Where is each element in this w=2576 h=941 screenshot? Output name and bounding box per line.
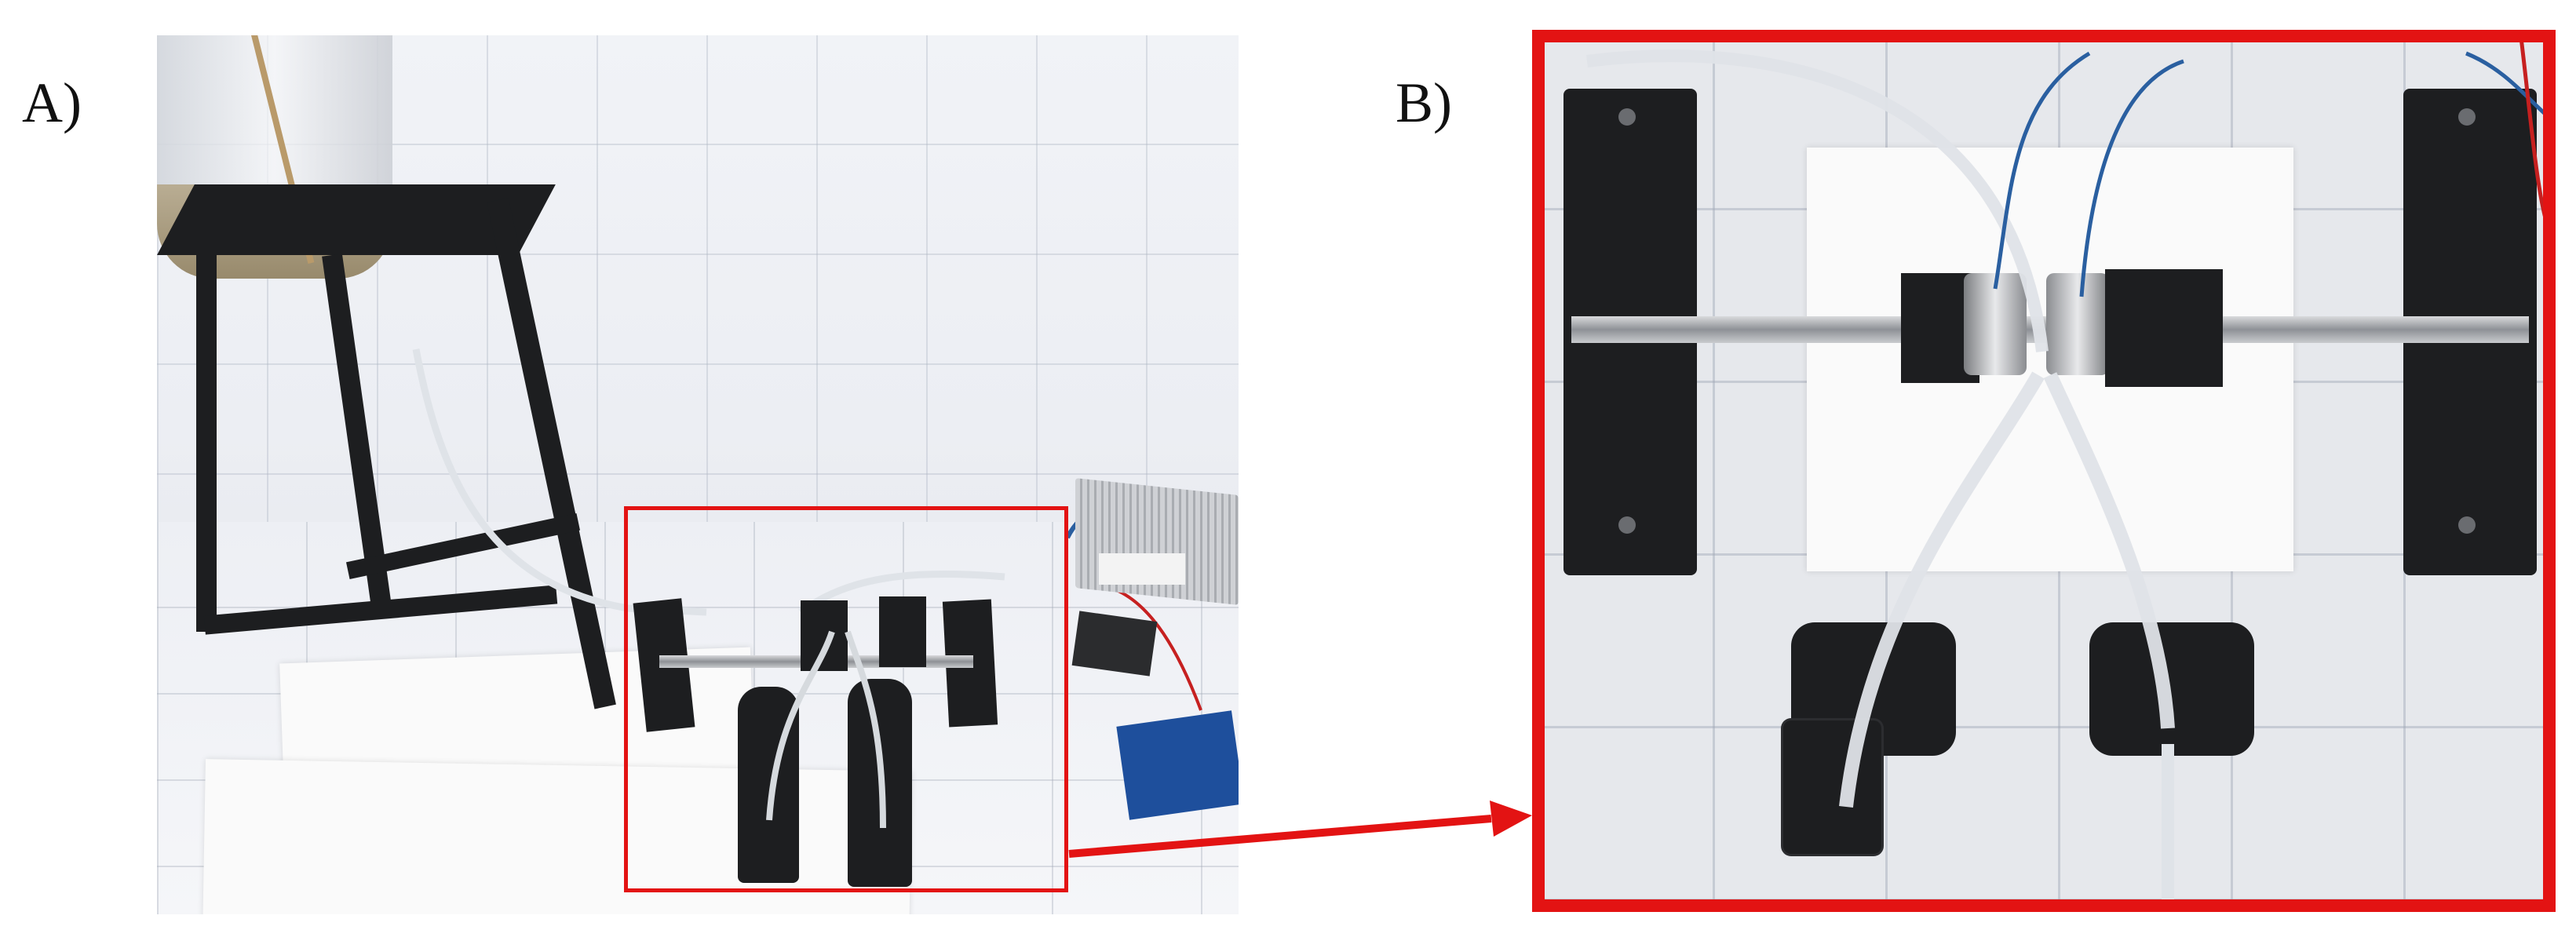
photo-b-device-closeup <box>1540 38 2548 904</box>
actuator-block-right <box>2105 269 2223 387</box>
power-supply-label <box>1099 553 1185 585</box>
highlight-frame-source <box>624 506 1068 892</box>
highlight-frame-target <box>1532 30 2556 912</box>
screw-hole <box>2458 516 2476 534</box>
photo-a-setup-overview <box>157 35 1239 914</box>
motor-left <box>1964 273 2027 375</box>
clamp-arm <box>1783 720 1881 854</box>
panel-label-b: B) <box>1396 71 1452 134</box>
screw-hole <box>1618 516 1636 534</box>
arrow-head-icon <box>1490 801 1532 837</box>
screw-hole <box>1618 108 1636 126</box>
tubing-device-a <box>766 630 886 829</box>
screw-hole <box>2458 108 2476 126</box>
tube-holder-right <box>2089 622 2254 756</box>
device-actuator-right <box>879 596 926 667</box>
device-actuator-left <box>801 600 848 671</box>
panel-label-a: A) <box>22 71 82 134</box>
motor-right <box>2046 273 2109 375</box>
stand-leg <box>196 255 217 632</box>
